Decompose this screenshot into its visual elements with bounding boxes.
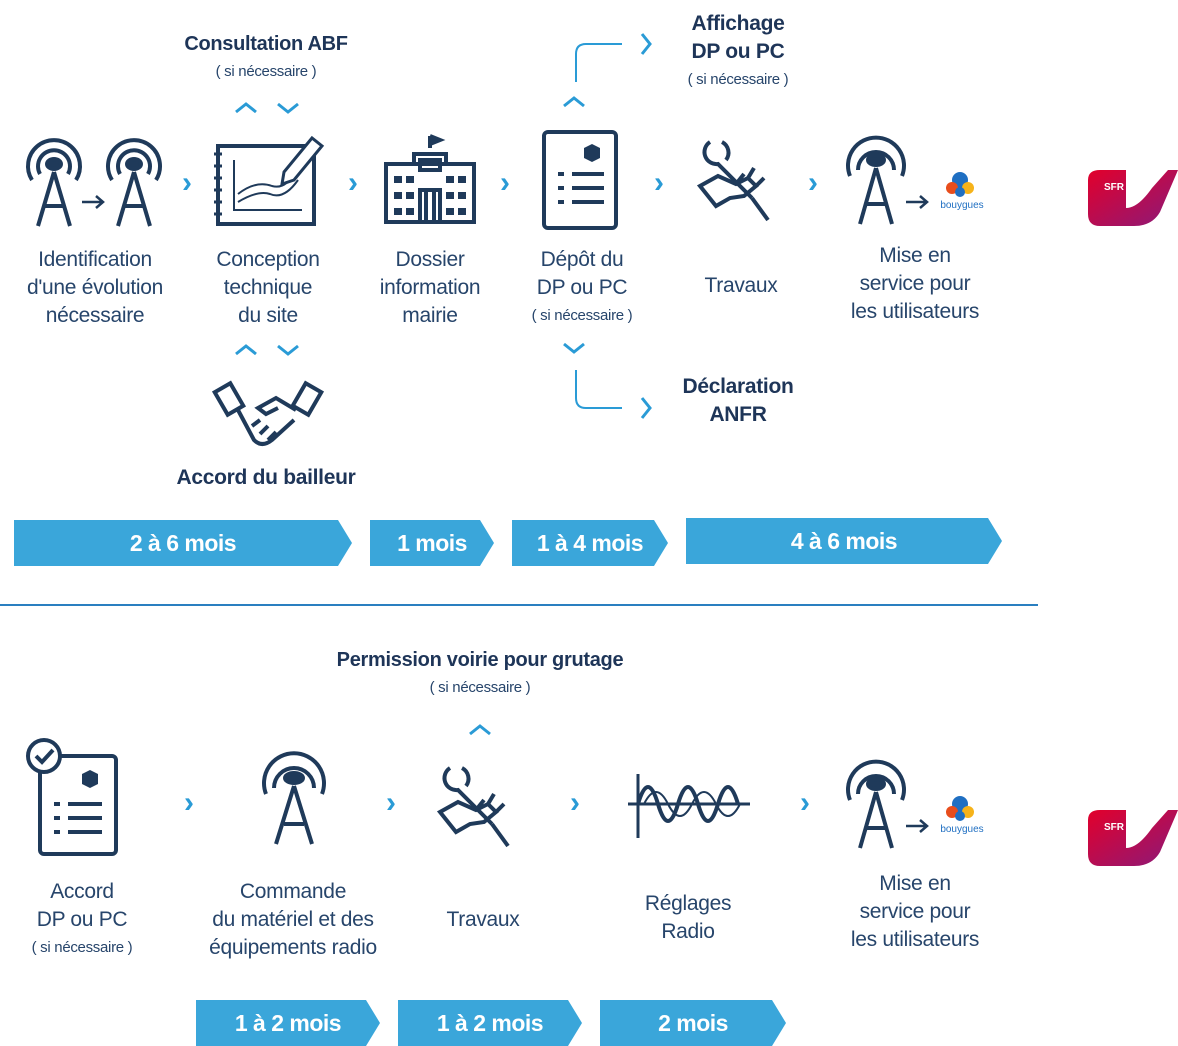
permission-voirie-title: Permission voirie pour grutage	[336, 649, 624, 671]
sfr-logo-icon: SFR	[1086, 168, 1178, 233]
b-step-mise-en-service-line2: service pour	[859, 900, 971, 923]
step-dossier-line2: information	[379, 276, 481, 299]
step-identification-line2: d'une évolution	[26, 276, 164, 299]
consultation-abf-title: Consultation ABF	[184, 33, 348, 55]
wrench-hand-icon	[696, 134, 786, 229]
chevron-right-icon: ›	[348, 166, 358, 199]
b-duration-bar-2: 1 à 2 mois	[398, 1000, 582, 1046]
chevron-right-icon: ›	[184, 786, 194, 819]
sfr-logo-icon: SFR	[1086, 808, 1178, 873]
town-hall-icon	[382, 132, 478, 231]
wrench-hand-icon	[436, 760, 526, 855]
step-depot-line1: Dépôt du	[540, 248, 624, 271]
step-mise-en-service-line1: Mise en	[879, 244, 951, 267]
step-identification-line1: Identification	[38, 248, 152, 271]
up-down-chevrons-icon	[234, 342, 304, 363]
affichage-title-2: DP ou PC	[691, 40, 785, 63]
antenna-icon	[258, 751, 330, 853]
b-step-reglages-line2: Radio	[661, 920, 715, 943]
section-divider	[0, 604, 1038, 606]
chevron-right-icon: ›	[808, 166, 818, 199]
b-step-travaux-label: Travaux	[446, 908, 520, 931]
step-mise-en-service-line2: service pour	[859, 272, 971, 295]
bouygues-logo-text: bouygues	[940, 824, 983, 835]
b-step-commande-line3: équipements radio	[209, 936, 377, 959]
antenna-bouygues-icon: bouygues	[842, 758, 1002, 857]
consultation-abf-note: ( si nécessaire )	[215, 63, 317, 80]
chevron-right-icon: ›	[570, 786, 580, 819]
affichage-note: ( si nécessaire )	[687, 71, 789, 88]
step-conception-line1: Conception	[216, 248, 320, 271]
b-step-accord-line2: DP ou PC	[36, 908, 128, 931]
b-step-accord-line1: Accord	[50, 880, 114, 903]
chevron-right-icon: ›	[500, 166, 510, 199]
b-step-commande-line1: Commande	[239, 880, 347, 903]
b-step-mise-en-service-line3: les utilisateurs	[850, 928, 980, 951]
step-conception-line2: technique	[223, 276, 313, 299]
b-duration-bar-1: 1 à 2 mois	[196, 1000, 380, 1046]
chevron-right-icon: ›	[386, 786, 396, 819]
chevron-right-icon: ›	[654, 166, 664, 199]
step-identification-line3: nécessaire	[45, 304, 145, 327]
b-step-reglages-line1: Réglages	[644, 892, 732, 915]
step-dossier-line1: Dossier	[395, 248, 465, 271]
branch-connector-down-icon	[560, 340, 660, 427]
radio-wave-icon	[624, 766, 754, 851]
duration-bar-3: 1 à 4 mois	[512, 520, 668, 566]
duration-bar-4: 4 à 6 mois	[686, 518, 1002, 564]
declaration-anfr-line1: Déclaration	[682, 375, 794, 398]
step-travaux-label: Travaux	[704, 274, 778, 297]
duration-bar-1: 2 à 6 mois	[14, 520, 352, 566]
b-step-mise-en-service-line1: Mise en	[879, 872, 951, 895]
declaration-anfr-line2: ANFR	[709, 403, 767, 426]
b-duration-bar-3: 2 mois	[600, 1000, 786, 1046]
step-depot-note: ( si nécessaire )	[531, 307, 633, 324]
step-depot-line2: DP ou PC	[536, 276, 628, 299]
b-step-accord-note: ( si nécessaire )	[31, 939, 133, 956]
step-mise-en-service-line3: les utilisateurs	[850, 300, 980, 323]
up-down-chevrons-icon	[234, 100, 304, 121]
accord-bailleur-label: Accord du bailleur	[176, 466, 356, 489]
sfr-logo-text: SFR	[1104, 182, 1125, 193]
approved-document-icon	[26, 738, 126, 863]
sfr-logo-text: SFR	[1104, 822, 1125, 833]
duration-bar-2: 1 mois	[370, 520, 494, 566]
step-conception-line3: du site	[238, 304, 298, 327]
step-dossier-line3: mairie	[402, 304, 458, 327]
document-icon	[540, 128, 620, 237]
affichage-title: Affichage	[691, 12, 785, 35]
antenna-evolution-icon	[18, 138, 168, 237]
bouygues-logo-text: bouygues	[940, 200, 983, 211]
chevron-right-icon: ›	[182, 166, 192, 199]
handshake-icon	[211, 376, 325, 457]
chevron-up-icon	[468, 722, 496, 741]
chevron-right-icon: ›	[800, 786, 810, 819]
branch-connector-up-icon	[560, 30, 660, 125]
blueprint-pen-icon	[210, 130, 330, 235]
permission-voirie-note: ( si nécessaire )	[429, 679, 531, 696]
b-step-commande-line2: du matériel et des	[212, 908, 374, 931]
antenna-bouygues-icon: bouygues	[842, 134, 1002, 233]
